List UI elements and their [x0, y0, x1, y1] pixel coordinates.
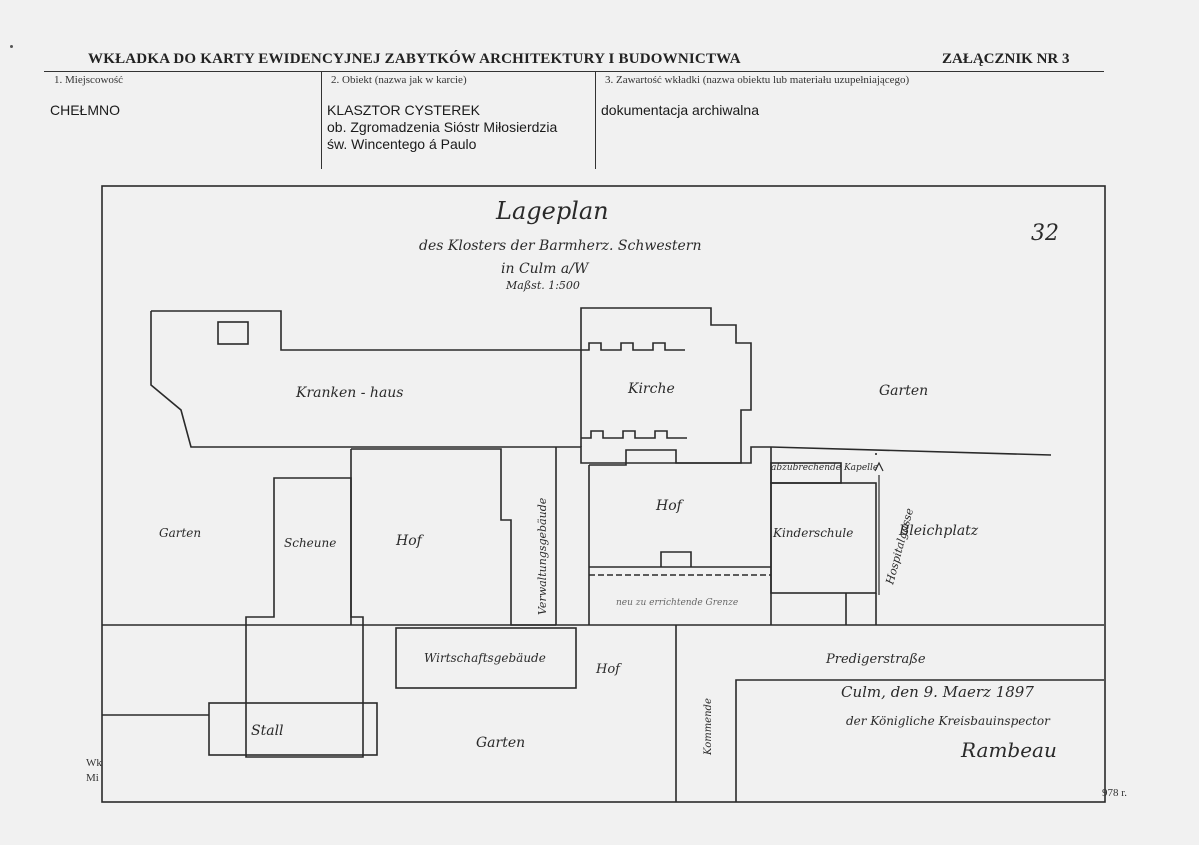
arrow-head [874, 461, 884, 472]
label-hof-low: Hof [595, 662, 622, 677]
label-garten-ne: Garten [879, 383, 928, 399]
site-plan: Lageplan des Klosters der Barmherz. Schw… [101, 185, 1106, 803]
signature-name: Rambeau [960, 738, 1057, 762]
krankenhaus-west-wall [150, 311, 501, 448]
label-kommende: Kommende [703, 698, 714, 756]
label-garten-w: Garten [159, 526, 201, 540]
field-locality: 1. Miejscowość CHEŁMNO [44, 72, 322, 169]
street-south-edge [735, 679, 1104, 802]
footer-fragment: Mi [86, 772, 99, 784]
label-wirtschaft: Wirtschaftsgebäude [424, 651, 546, 665]
annex-number: ZAŁĄCZNIK NR 3 [942, 51, 1070, 67]
label-kapelle: abzubrechende Kapelle [771, 463, 878, 473]
plan-scale: Maßst. 1:500 [505, 279, 580, 292]
footer-fragment: Wk [86, 757, 102, 769]
field-contents: 3. Zawartość wkładki (nazwa obiektu lub … [595, 72, 1104, 169]
field-label: 3. Zawartość wkładki (nazwa obiektu lub … [605, 74, 910, 86]
object-name-line: ob. Zgromadzenia Sióstr Miłosierdzia [327, 119, 558, 135]
label-garten-s: Garten [476, 735, 525, 751]
kinderschule-building [770, 482, 877, 594]
label-hof-left: Hof [395, 533, 425, 549]
hof-mid-north-wall [589, 446, 771, 466]
label-hof-mid: Hof [655, 498, 685, 514]
label-bleichplatz: Bleichplatz [898, 523, 979, 539]
field-label: 1. Miejscowość [54, 74, 124, 86]
label-stall: Stall [251, 723, 284, 739]
label-kinderschule: Kinderschule [772, 526, 853, 540]
plan-frame [101, 185, 1106, 803]
stall-building [208, 702, 378, 756]
plan-subtitle: des Klosters der Barmherz. Schwestern [419, 238, 701, 254]
field-label: 2. Obiekt (nazwa jak w karcie) [331, 74, 467, 86]
small-annex [217, 321, 249, 345]
footer-year: 978 r. [1102, 787, 1128, 799]
site-plan-drawing: Lageplan des Klosters der Barmherz. Schw… [101, 185, 1106, 803]
church-buttresses-south [581, 430, 687, 439]
label-scheune: Scheune [284, 536, 336, 550]
plan-title: Lageplan [495, 197, 609, 225]
field-object: 2. Obiekt (nazwa jak w karcie) KLASZTOR … [321, 72, 596, 169]
signature-official: der Königliche Kreisbauinspector [846, 714, 1051, 728]
field-value: CHEŁMNO [50, 102, 120, 119]
gate [660, 551, 692, 567]
document-title: WKŁADKA DO KARTY EWIDENCYJNEJ ZABYTKÓW A… [88, 51, 741, 67]
label-krankenhaus: Kranken - haus [295, 385, 404, 401]
contents-value: dokumentacja archiwalna [601, 102, 759, 118]
label-predigerstrasse: Predigerstraße [825, 652, 926, 667]
label-kirche: Kirche [627, 381, 675, 397]
hof-wall [351, 448, 556, 626]
label-new-boundary: neu zu errichtende Grenze [616, 598, 738, 608]
locality-value: CHEŁMNO [50, 102, 121, 118]
field-value: dokumentacja archiwalna [601, 102, 759, 119]
header-fields-table: 1. Miejscowość CHEŁMNO 2. Obiekt (nazwa … [44, 71, 1104, 169]
scan-speck [10, 45, 13, 48]
wirtschaftsgebaeude-building [395, 627, 577, 689]
object-name-line: KLASZTOR CYSTEREK [327, 102, 481, 118]
object-name-line: św. Wincentego á Paulo [327, 136, 477, 152]
krankenhaus-outline [151, 307, 752, 464]
plan-subtitle: in Culm a/W [501, 261, 590, 277]
garden-boundary [770, 446, 1052, 456]
label-verwaltung: Verwaltungsgebäude [536, 497, 549, 615]
church-buttresses-north [581, 342, 685, 351]
sheet-number: 32 [1031, 221, 1059, 246]
scheune-building [245, 477, 364, 758]
signature-place-date: Culm, den 9. Maerz 1897 [841, 683, 1034, 701]
field-value: KLASZTOR CYSTEREK ob. Zgromadzenia Sióst… [327, 102, 557, 153]
label-gasse: Hospitalgasse [883, 506, 916, 586]
